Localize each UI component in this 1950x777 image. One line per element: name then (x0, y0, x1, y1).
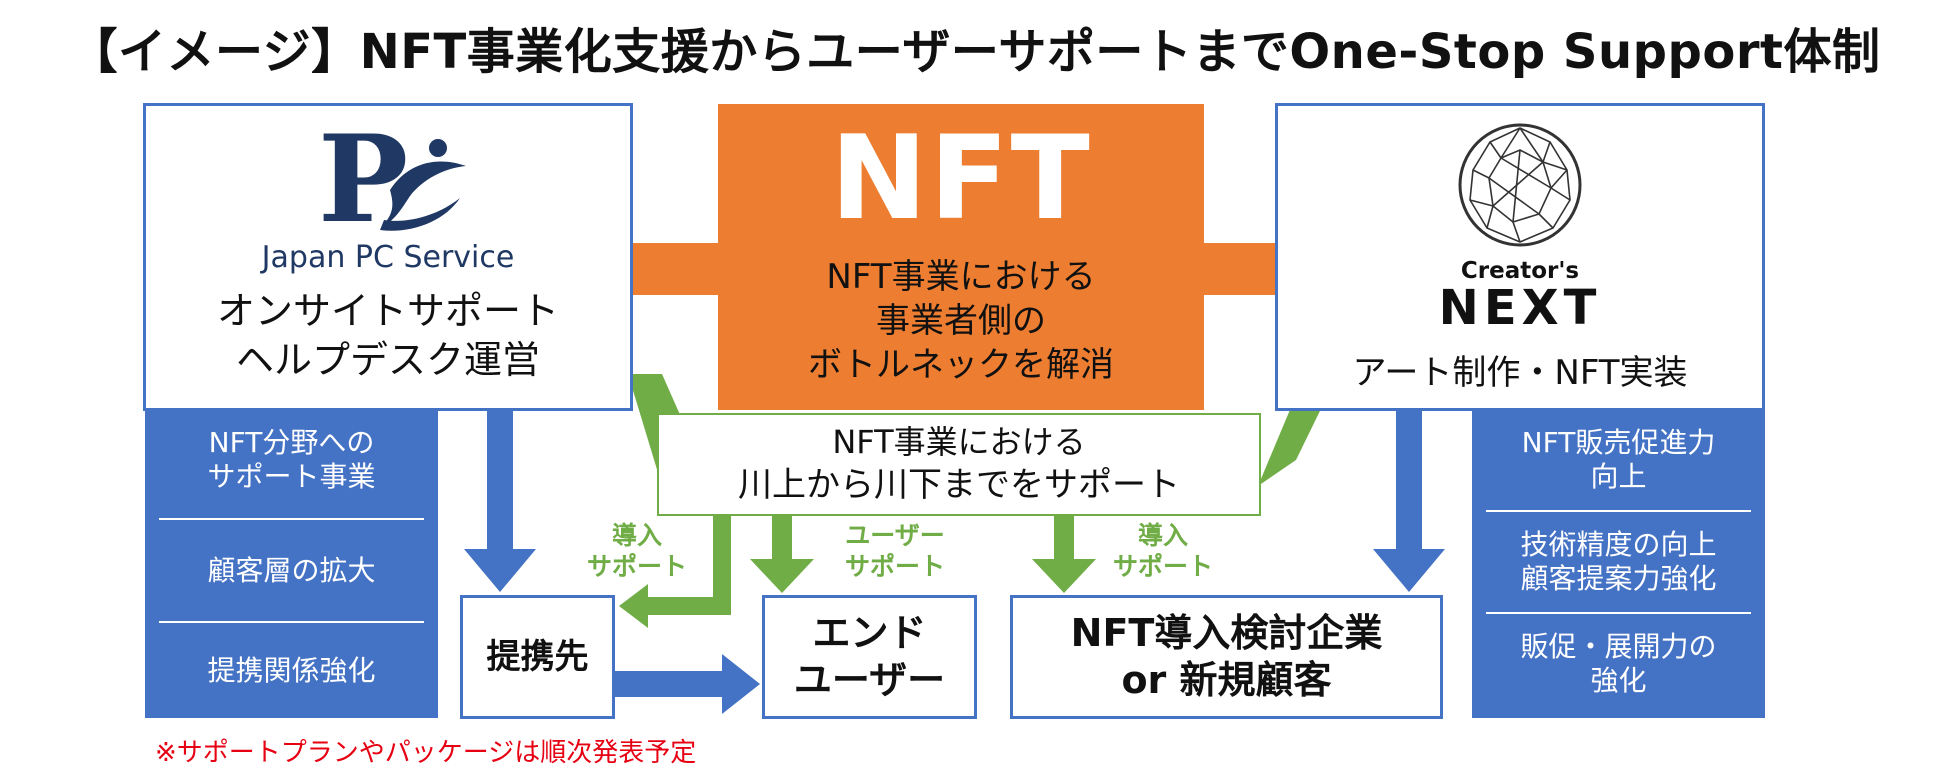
creators-next-globe-logo (1458, 123, 1582, 247)
left-benefit-1-line1: NFT分野への (208, 426, 375, 460)
japan-pc-service-box: P Japan PC Service オンサイトサポート ヘルプデスク運営 (143, 103, 633, 411)
left-benefit-2: 顧客層の拡大 (207, 554, 376, 588)
japan-pc-service-logo: P (318, 126, 466, 236)
right-benefit-2: 技術精度の向上 顧客提案力強化 (1484, 522, 1753, 602)
arrow-partner-to-enduser (615, 654, 760, 714)
end-user-box: エンド ユーザー (762, 595, 977, 719)
left-benefit-3: 提携関係強化 (207, 654, 376, 688)
right-benefit-3-line2: 強化 (1590, 664, 1647, 697)
left-benefits-panel: NFT分野への サポート事業 顧客層の拡大 提携関係強化 (145, 408, 438, 718)
right-benefit-1-line2: 向上 (1590, 460, 1647, 493)
label-user-support-line1: ユーザー (845, 521, 945, 550)
target-companies-line2: or 新規顧客 (1121, 658, 1332, 702)
label-intro-support-1-line2: サポート (586, 552, 687, 582)
label-intro-support-1-line1: 導入 (611, 521, 662, 550)
arrow-intro-to-companies (1032, 515, 1096, 593)
japan-pc-service-desc-1: オンサイトサポート (216, 288, 559, 333)
japan-pc-service-name: Japan PC Service (261, 239, 515, 275)
left-divider-2 (159, 621, 424, 623)
right-divider-2 (1486, 612, 1751, 614)
right-benefit-1-line1: NFT販売促進力 (1521, 426, 1716, 460)
nft-box: NFT NFT事業における 事業者側の ボトルネックを解消 (718, 104, 1204, 410)
right-benefit-3: 販促・展開力の 強化 (1484, 622, 1753, 706)
label-intro-support-2: 導入 サポート (1108, 520, 1218, 583)
nft-big-label: NFT (830, 110, 1092, 246)
right-benefit-2-line2: 顧客提案力強化 (1520, 562, 1717, 595)
partner-box: 提携先 (460, 595, 615, 719)
nft-desc-line1: NFT事業における (826, 256, 1096, 297)
arrow-intro-to-partner (619, 515, 731, 628)
right-benefit-2-line1: 技術精度の向上 (1520, 528, 1717, 562)
label-user-support: ユーザー サポート (830, 520, 960, 583)
arrow-user-support-down (750, 515, 814, 593)
support-scope-line1: NFT事業における (832, 422, 1086, 461)
page-title: 【イメージ】NFT事業化支援からユーザーサポートまでOne-Stop Suppo… (69, 24, 1881, 80)
japan-pc-service-desc-2: ヘルプデスク運営 (235, 337, 540, 382)
nft-desc-line3: ボトルネックを解消 (808, 345, 1114, 386)
arrow-left-down (464, 411, 536, 592)
nft-desc-line2: 事業者側の (876, 300, 1046, 341)
label-user-support-line2: サポート (844, 552, 945, 582)
creators-next-desc: アート制作・NFT実装 (1352, 353, 1688, 394)
left-divider-1 (159, 518, 424, 520)
target-companies-box: NFT導入検討企業 or 新規顧客 (1010, 595, 1443, 719)
right-divider-1 (1486, 510, 1751, 512)
left-benefit-1: NFT分野への サポート事業 (157, 422, 426, 498)
support-scope-line2: 川上から川下までをサポート (738, 465, 1180, 506)
target-companies-line1: NFT導入検討企業 (1070, 610, 1383, 655)
left-benefit-1-line2: サポート事業 (207, 460, 376, 493)
label-intro-support-2-line2: サポート (1112, 552, 1213, 582)
creators-next-logo-line1: Creator's (1460, 257, 1580, 284)
arrow-right-down (1373, 411, 1445, 592)
right-benefit-3-line1: 販促・展開力の (1520, 630, 1717, 664)
label-intro-support-1: 導入 サポート (582, 520, 692, 583)
right-benefit-1: NFT販売促進力 向上 (1484, 422, 1753, 498)
creators-next-box: Creator's NEXT アート制作・NFT実装 (1275, 103, 1765, 411)
right-benefits-panel: NFT販売促進力 向上 技術精度の向上 顧客提案力強化 販促・展開力の 強化 (1472, 408, 1765, 718)
end-user-line2: ユーザー (793, 658, 946, 702)
partner-label: 提携先 (486, 636, 589, 677)
label-intro-support-2-line1: 導入 (1137, 521, 1188, 550)
footnote: ※サポートプランやパッケージは順次発表予定 (155, 738, 697, 768)
support-scope-box: NFT事業における 川上から川下までをサポート (657, 413, 1261, 516)
end-user-line1: エンド (812, 610, 927, 655)
creators-next-logo-line2: NEXT (1438, 279, 1602, 336)
